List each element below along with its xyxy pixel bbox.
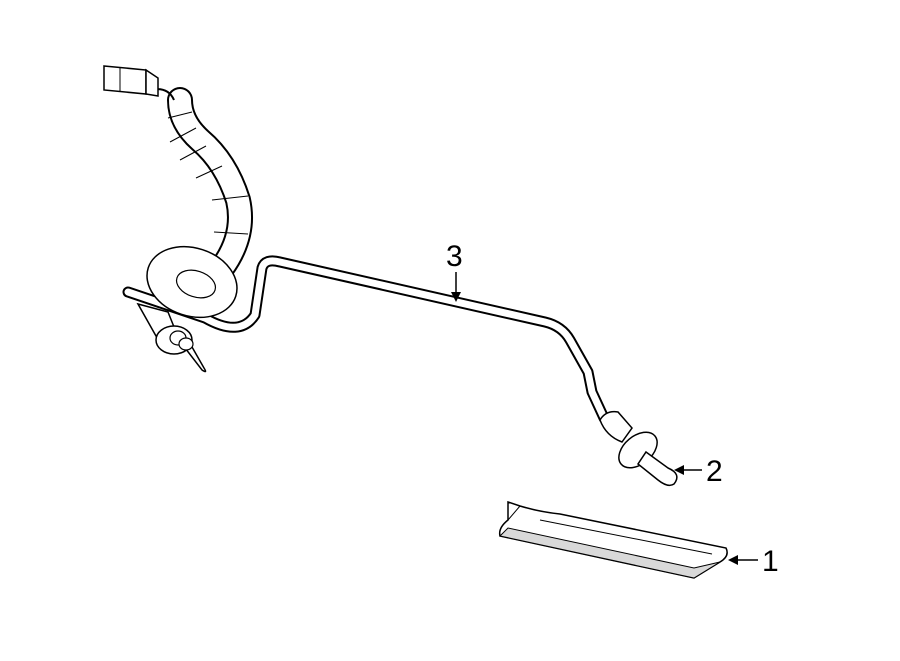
lamp-lens-shade [498,527,721,579]
harness-grommet [146,245,238,319]
left-bulb-socket [155,325,207,373]
callout-3: 3 [446,240,463,302]
bulb-glass [636,450,678,487]
wire-harness [103,65,610,424]
lamp-lens-edge-line [507,505,521,521]
harness-conduit-ribs [167,111,249,235]
harness-wire-core [124,257,608,422]
electrical-connector [103,65,159,97]
bulb-socket-body [599,410,633,443]
callout-3-number: 3 [446,240,463,273]
callout-2: 2 [674,455,723,488]
lamp-lens-inner-line [539,519,713,555]
callout-3-arrowhead [451,292,461,302]
bulb [599,410,678,487]
callout-1-arrowhead [728,555,738,565]
callout-2-number: 2 [706,455,723,488]
harness-conduit-fill [169,89,251,279]
callout-1: 1 [728,545,779,578]
callout-1-number: 1 [762,545,779,578]
callout-2-arrowhead [674,465,684,475]
lamp-lens [498,500,728,579]
lamp-lens-body [498,500,728,579]
